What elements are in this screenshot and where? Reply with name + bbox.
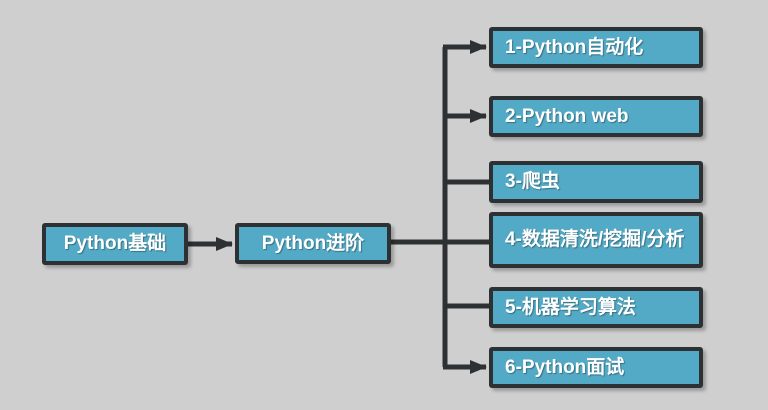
node-branch-crawler: 3-爬虫 [489,161,703,203]
node-label: 3-爬虫 [505,171,560,192]
node-python-advanced: Python进阶 [235,223,391,264]
node-label: 5-机器学习算法 [505,296,636,318]
node-branch-machine-learning: 5-机器学习算法 [489,287,703,328]
node-branch-data-cleaning-mining-analysis: 4-数据清洗/挖掘/分析 [489,212,703,268]
node-label: 2-Python web [505,105,629,127]
node-label: 6-Python面试 [505,356,625,378]
node-label: 4-数据清洗/挖掘/分析 [505,229,685,250]
node-branch-python-interview: 6-Python面试 [489,347,703,388]
node-label: Python进阶 [261,232,365,254]
node-python-basics: Python基础 [42,223,188,265]
node-label: 1-Python自动化 [505,36,644,58]
node-label: Python基础 [63,233,167,254]
node-branch-python-automation: 1-Python自动化 [489,27,703,68]
node-branch-python-web: 2-Python web [489,96,703,137]
